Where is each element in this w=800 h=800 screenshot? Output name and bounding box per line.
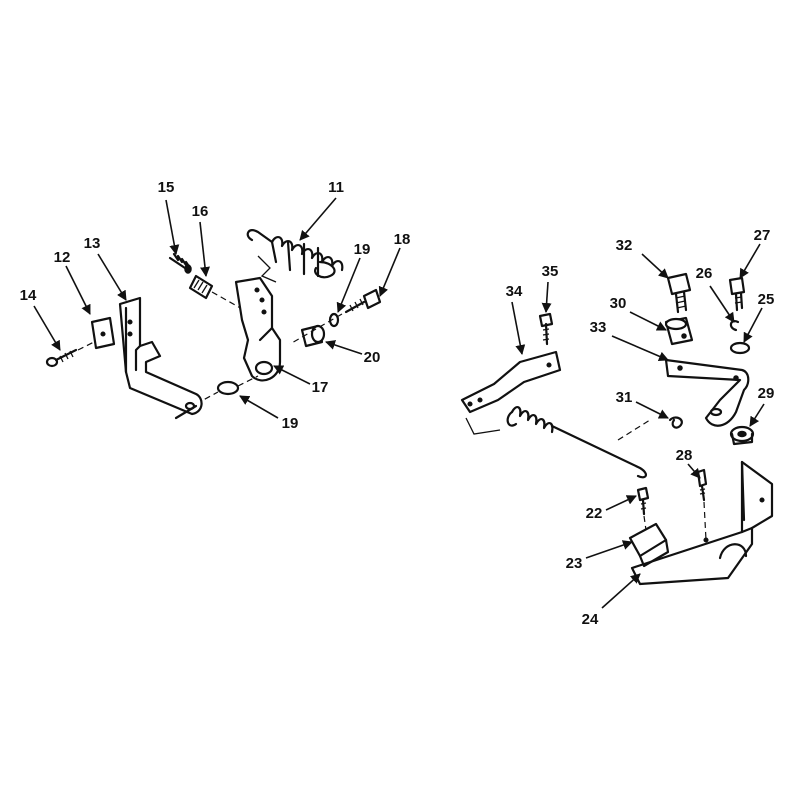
callout-18: 18 (394, 231, 411, 248)
callout-17: 17 (312, 379, 329, 396)
callout-23: 23 (566, 555, 583, 572)
throttle-lever-part-17 (234, 276, 282, 382)
alignment-line (617, 419, 651, 441)
callout-26: 26 (696, 265, 713, 282)
washer-part-25 (729, 341, 751, 355)
callout-34: 34 (506, 283, 523, 300)
screw-part-15 (168, 252, 192, 274)
collar-part-30 (664, 316, 694, 346)
screw-part-18 (344, 288, 382, 314)
callout-19-lower: 19 (282, 415, 299, 432)
alignment-line (703, 501, 707, 541)
callout-13: 13 (84, 235, 101, 252)
nut-part-29 (729, 425, 755, 446)
alignment-line (77, 341, 95, 351)
alignment-line (643, 515, 647, 531)
bolt-part-35 (538, 312, 554, 346)
callout-20: 20 (364, 349, 381, 366)
callout-leaders (33, 197, 765, 609)
washer-part-19-lower (216, 380, 240, 396)
mounting-bracket-part-24 (630, 460, 774, 586)
bellcrank-plate-part-33 (664, 358, 750, 427)
callout-30: 30 (610, 295, 627, 312)
screw-part-14 (45, 348, 78, 368)
callout-24: 24 (582, 611, 599, 628)
callout-33: 33 (590, 319, 607, 336)
screw-part-28 (696, 468, 708, 502)
clip-plate-part-23 (628, 522, 670, 568)
spacer-part-20 (300, 324, 326, 348)
callout-27: 27 (754, 227, 771, 244)
throttle-return-spring (506, 406, 647, 479)
callout-16: 16 (192, 203, 209, 220)
alignment-line (289, 313, 343, 345)
callout-19-upper: 19 (354, 241, 371, 258)
washer-part-19-upper (328, 312, 340, 328)
callout-15: 15 (158, 179, 175, 196)
callout-29: 29 (758, 385, 775, 402)
callout-12: 12 (54, 249, 71, 266)
lever-part-34 (460, 350, 562, 435)
screw-part-22 (636, 486, 650, 516)
bolt-part-27 (728, 276, 746, 312)
callout-11: 11 (328, 179, 344, 196)
callout-31: 31 (616, 389, 633, 406)
pin-part-31 (668, 416, 683, 429)
callout-35: 35 (542, 263, 559, 280)
bushing-part-16 (188, 274, 214, 300)
alignment-line (211, 291, 245, 311)
callout-14: 14 (20, 287, 37, 304)
callout-28: 28 (676, 447, 693, 464)
alignment-line (237, 375, 259, 387)
callout-32: 32 (616, 237, 633, 254)
callout-22: 22 (586, 505, 603, 522)
callout-25: 25 (758, 291, 775, 308)
callout-labels: 11 12 13 14 15 16 17 18 19 19 20 22 23 2… (20, 179, 775, 628)
control-bracket-part-13 (118, 296, 203, 420)
extension-spring-part-11 (246, 229, 344, 283)
bolt-part-32 (666, 272, 692, 314)
e-clip-part-26 (729, 320, 740, 332)
clip-part-12 (90, 316, 116, 350)
